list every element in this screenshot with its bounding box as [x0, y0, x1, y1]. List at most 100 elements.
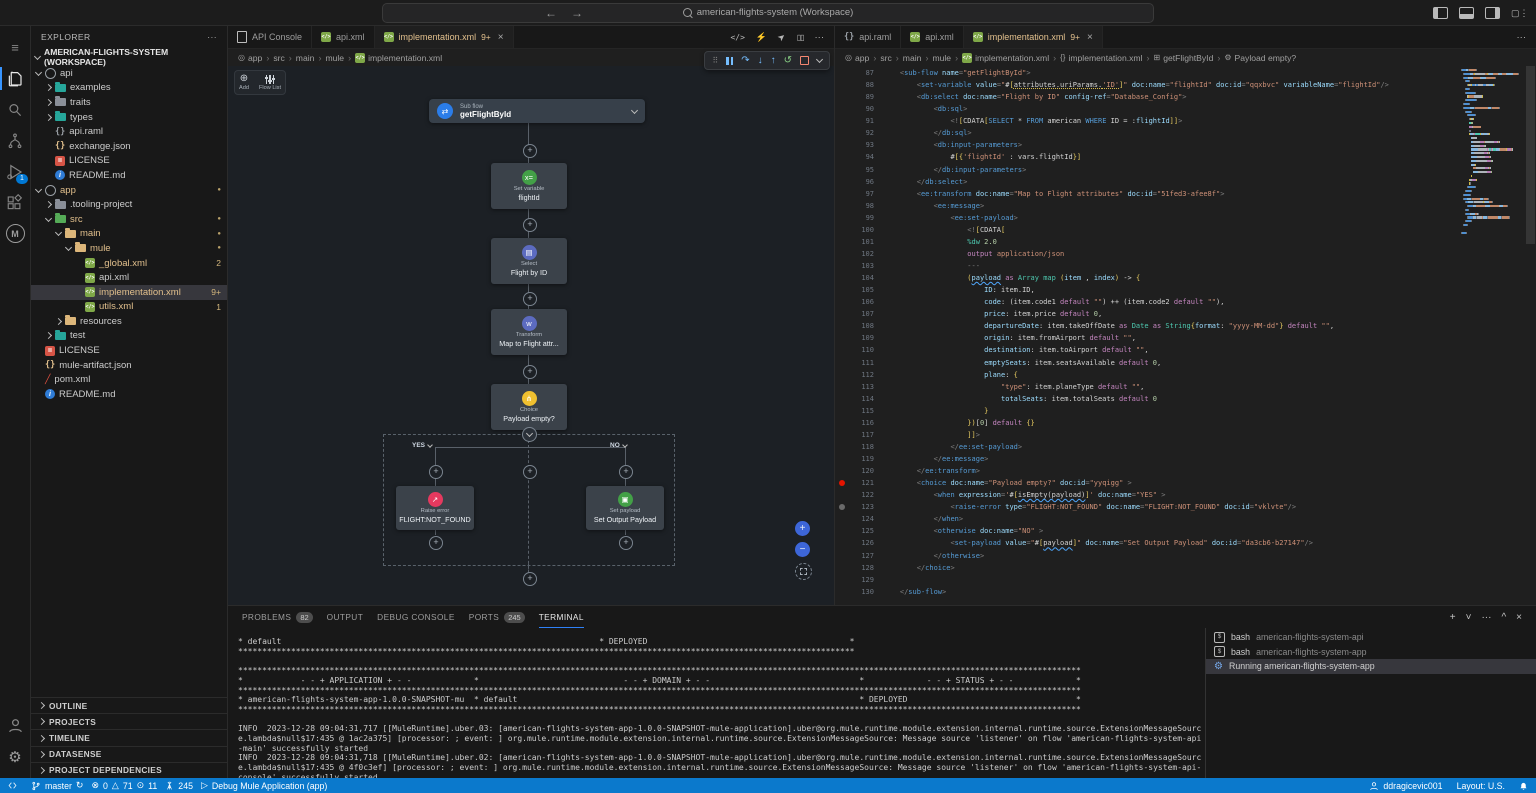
- tree-item-tooling-project[interactable]: .tooling-project: [31, 197, 227, 212]
- code-line[interactable]: 112 plane: {: [835, 369, 1456, 381]
- breadcrumb-item-src[interactable]: src: [273, 53, 284, 63]
- breadcrumb-item-implementation-xml[interactable]: </>implementation.xml: [962, 52, 1049, 63]
- toggle-secondary-sidebar-icon[interactable]: [1485, 6, 1500, 19]
- code-line[interactable]: 121 <choice doc:name="Payload empty?" do…: [835, 477, 1456, 489]
- code-line[interactable]: 118 </ee:set-payload>: [835, 441, 1456, 453]
- left-breadcrumb[interactable]: ◎app›src›main›mule›</>implementation.xml: [228, 49, 834, 66]
- nav-forward-icon[interactable]: →: [571, 5, 583, 20]
- close-panel-icon[interactable]: ×: [1516, 611, 1522, 623]
- code-line[interactable]: 93 <db:input-parameters>: [835, 139, 1456, 151]
- panel-tab-terminal[interactable]: TERMINAL: [539, 606, 584, 628]
- breadcrumb-item-implementation-xml[interactable]: {}implementation.xml: [1060, 53, 1142, 63]
- code-line[interactable]: 120 </ee:transform>: [835, 465, 1456, 477]
- extensions-icon[interactable]: [0, 187, 30, 218]
- code-line[interactable]: 106 code: (item.code1 default "") ++ (it…: [835, 296, 1456, 308]
- tree-item-app[interactable]: app●: [31, 183, 227, 198]
- tab-api-raml[interactable]: {}api.raml: [835, 26, 902, 48]
- code-line[interactable]: 88 <set-variable value="#[attributes.uri…: [835, 79, 1456, 91]
- branch-label-yes[interactable]: YES: [412, 441, 433, 449]
- tree-item-license[interactable]: ≣LICENSE: [31, 154, 227, 169]
- choice-split-icon[interactable]: [522, 427, 537, 442]
- section-project-dependencies[interactable]: PROJECT DEPENDENCIES: [31, 761, 227, 778]
- debug-status-item[interactable]: ▷ Debug Mule Application (app): [200, 780, 328, 791]
- maximize-panel-icon[interactable]: ^: [1501, 611, 1507, 623]
- breadcrumb-item-main[interactable]: main: [296, 53, 315, 63]
- tree-item-test[interactable]: test: [31, 329, 227, 344]
- sync-icon[interactable]: ↻: [75, 780, 84, 790]
- source-control-icon[interactable]: [0, 125, 30, 156]
- explorer-more-icon[interactable]: ···: [207, 32, 217, 42]
- panel-tab-debug-console[interactable]: DEBUG CONSOLE: [377, 606, 455, 628]
- code-line[interactable]: 96 </db:select>: [835, 176, 1456, 188]
- toggle-sidebar-icon[interactable]: [1433, 6, 1448, 19]
- tree-item-traits[interactable]: traits: [31, 95, 227, 110]
- code-line[interactable]: 107 price: item.price default 0,: [835, 308, 1456, 320]
- restart-icon[interactable]: ↺: [783, 54, 792, 66]
- code-line[interactable]: 130 </sub-flow>: [835, 586, 1456, 598]
- more-actions-icon[interactable]: ···: [1481, 611, 1492, 623]
- deploy-rocket-icon[interactable]: ➤: [775, 30, 788, 43]
- code-line[interactable]: 95 </db:input-parameters>: [835, 164, 1456, 176]
- code-line[interactable]: 129: [835, 574, 1456, 586]
- code-line[interactable]: 100 <![CDATA[: [835, 224, 1456, 236]
- breadcrumb-item-payload-empty[interactable]: ⚙Payload empty?: [1224, 53, 1296, 63]
- ports-item[interactable]: 245: [165, 781, 193, 791]
- tree-item-api-raml[interactable]: {}api.raml: [31, 124, 227, 139]
- section-timeline[interactable]: TIMELINE: [31, 729, 227, 745]
- add-component-icon[interactable]: +: [429, 465, 443, 479]
- tree-item-api[interactable]: api: [31, 66, 227, 81]
- code-line[interactable]: 126 <set-payload value="#[payload]" doc:…: [835, 537, 1456, 549]
- tree-item-types[interactable]: types: [31, 110, 227, 125]
- code-line[interactable]: 102 output application/json: [835, 248, 1456, 260]
- tree-item-license[interactable]: ≣LICENSE: [31, 343, 227, 358]
- breadcrumb-item-app[interactable]: ◎app: [238, 53, 262, 63]
- pause-icon[interactable]: [726, 56, 734, 65]
- tree-item-mule[interactable]: mule●: [31, 241, 227, 256]
- search-activity-icon[interactable]: [0, 94, 30, 125]
- code-line[interactable]: 109 origin: item.fromAirport default "",: [835, 332, 1456, 344]
- tree-item-src[interactable]: src●: [31, 212, 227, 227]
- remote-indicator-icon[interactable]: [8, 781, 17, 790]
- notifications-bell-icon[interactable]: [1519, 781, 1528, 791]
- code-line[interactable]: 123 <raise-error type="FLIGHT:NOT_FOUND"…: [835, 501, 1456, 513]
- step-out-icon[interactable]: ↑: [770, 54, 776, 66]
- section-datasense[interactable]: DATASENSE: [31, 745, 227, 762]
- code-line[interactable]: 122 <when expression='#[isEmpty(payload)…: [835, 489, 1456, 501]
- menu-icon[interactable]: ≡: [11, 40, 19, 55]
- editor-scrollbar[interactable]: [1524, 66, 1536, 605]
- terminal-output[interactable]: * default * DEPLOYED * *****************…: [228, 628, 1205, 780]
- chevron-down-icon[interactable]: [630, 106, 639, 114]
- more-actions-icon[interactable]: ···: [1516, 31, 1527, 43]
- code-line[interactable]: 98 <ee:message>: [835, 200, 1456, 212]
- code-line[interactable]: 119 </ee:message>: [835, 453, 1456, 465]
- add-component-icon[interactable]: +: [429, 536, 443, 550]
- nav-back-icon[interactable]: ←: [545, 5, 557, 20]
- mulesoft-icon[interactable]: M: [0, 218, 30, 249]
- add-component-icon[interactable]: +: [523, 465, 537, 479]
- code-line[interactable]: 97 <ee:transform doc:name="Map to Flight…: [835, 188, 1456, 200]
- explorer-activity-icon[interactable]: [0, 63, 30, 94]
- drag-handle-icon[interactable]: ⠿: [712, 56, 719, 65]
- add-component-icon[interactable]: +: [523, 218, 537, 232]
- git-branch-item[interactable]: master ↻: [31, 780, 83, 791]
- breadcrumb-item-mule[interactable]: mule: [325, 53, 344, 63]
- split-editor-icon[interactable]: ▯▯: [796, 32, 805, 42]
- toggle-panel-icon[interactable]: [1459, 6, 1474, 19]
- code-line[interactable]: 125 <otherwise doc:name="NO" >: [835, 525, 1456, 537]
- minimap[interactable]: [1459, 69, 1523, 235]
- debug-bolt-icon[interactable]: ⚡: [755, 31, 768, 42]
- step-into-icon[interactable]: ↓: [757, 54, 763, 66]
- code-line[interactable]: 99 <ee:set-payload>: [835, 212, 1456, 224]
